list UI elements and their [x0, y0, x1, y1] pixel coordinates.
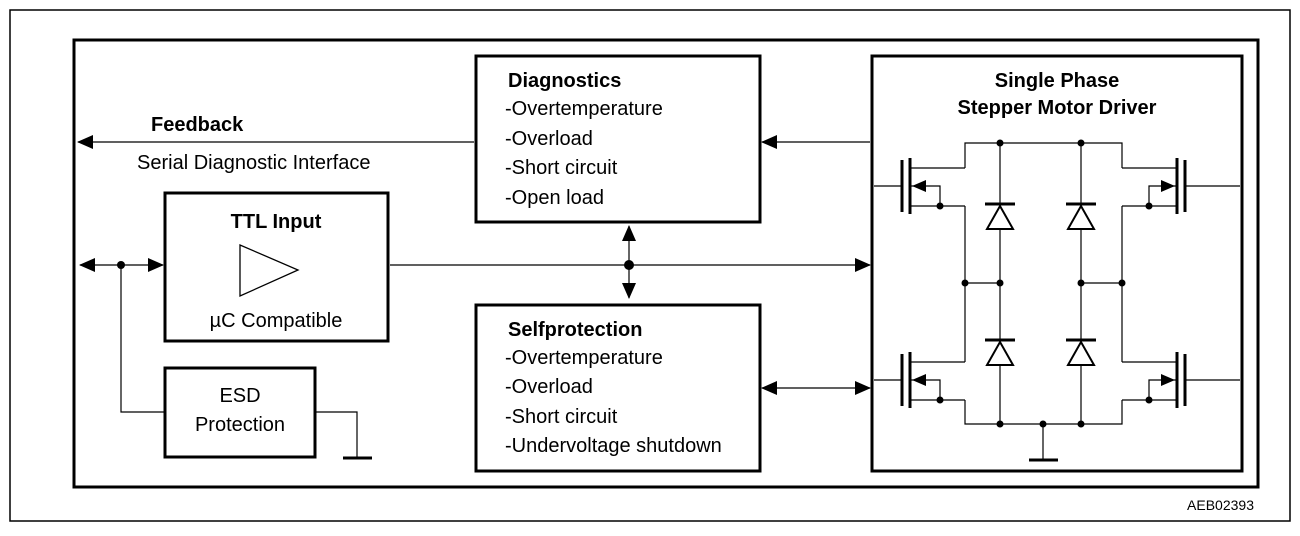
selfprotection-item: -Overload [505, 376, 593, 398]
diagnostics-title: Diagnostics [508, 70, 621, 92]
ttl-input-caption: µC Compatible [210, 310, 343, 332]
diode-icons [985, 202, 1096, 366]
driver-title-line1: Single Phase [995, 70, 1120, 92]
esd-connection [120, 265, 165, 413]
esd-label-line1: ESD [219, 385, 260, 407]
feedback-title: Feedback [151, 114, 244, 136]
diagnostics-item: -Short circuit [505, 157, 618, 179]
diagnostics-item: -Open load [505, 187, 604, 209]
esd-label-line2: Protection [195, 414, 285, 436]
system-boundary [72, 38, 1260, 489]
feedback-subtitle: Serial Diagnostic Interface [137, 152, 370, 174]
buffer-icon [239, 244, 300, 298]
circuit-junctions [936, 139, 1153, 428]
stepper-driver-block: Single Phase Stepper Motor Driver [870, 54, 1244, 473]
selfprotection-block: Selfprotection -Overtemperature -Overloa… [474, 303, 762, 473]
ttl-input-title: TTL Input [231, 211, 322, 233]
esd-ground-wire [315, 411, 358, 458]
ttl-input-block: TTL Input µC Compatible [163, 191, 390, 343]
selfprotection-item: -Short circuit [505, 406, 618, 428]
esd-block: ESD Protection [163, 366, 317, 459]
selfprotection-title: Selfprotection [508, 319, 642, 341]
selfprotection-item: -Overtemperature [505, 347, 663, 369]
diagnostics-item: -Overload [505, 128, 593, 150]
diagnostics-item: -Overtemperature [505, 98, 663, 120]
diagnostics-block: Diagnostics -Overtemperature -Overload -… [474, 54, 762, 224]
driver-title-line2: Stepper Motor Driver [958, 97, 1157, 119]
mosfet-arrows [912, 180, 1175, 386]
page-frame [9, 9, 1291, 522]
selfprotection-item: -Undervoltage shutdown [505, 435, 722, 457]
figure-id: AEB02393 [1187, 497, 1254, 513]
h-bridge-circuit [874, 142, 1240, 460]
